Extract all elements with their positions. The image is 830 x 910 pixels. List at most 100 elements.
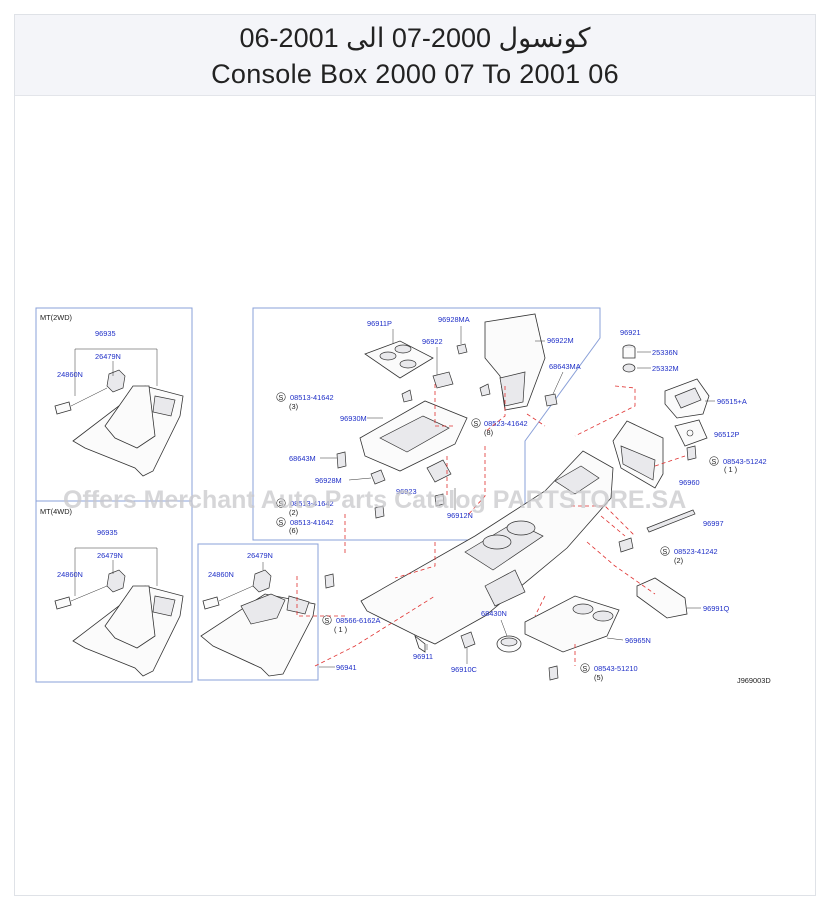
svg-text:S: S [711,457,716,466]
clip-96928M [370,469,386,485]
svg-text:08523-41642: 08523-41642 [484,419,528,428]
parts-diagram-svg: MT(2WD) MT(4WD) 96935 26479N 24860N [35,307,771,685]
screw-s4 [374,505,385,519]
part-label-96910C: 96910C [451,665,478,674]
part-label-96921: 96921 [620,328,641,337]
svg-text:(6): (6) [289,526,298,535]
part-label-68643M: 68643M [289,454,316,463]
part-label-96922M: 96922M [547,336,574,345]
svg-text:S: S [324,616,329,625]
part-label-25336N: 25336N [652,348,678,357]
tray-96965N [524,595,620,653]
svg-text:S: S [278,393,283,402]
screw-s2 [479,383,491,397]
svg-text:08523-41242: 08523-41242 [674,547,718,556]
diagram-code: J969003D [737,676,771,685]
diagram-frame: كونسول 2000-07 الى 2001-06 Console Box 2… [14,14,816,896]
screw-callout-s1: S 08513-41642 (3) [276,392,334,411]
part-label-25332M: 25332M [652,364,679,373]
armrest-lid [484,313,546,411]
screw-68643MA [544,393,558,407]
svg-text:08543-51210: 08543-51210 [594,664,638,673]
plug-25336N [622,344,636,359]
screw-callout-s4: S 08513-41642 (6) [276,517,334,535]
part-label-96930M: 96930M [340,414,367,423]
latch-96923 [426,459,452,483]
svg-text:( 1 ): ( 1 ) [334,625,347,634]
screw-s7 [324,573,335,589]
shift-panel-96941 [200,593,316,677]
variant-label-mt4wd: MT(4WD) [40,507,72,516]
svg-text:08543-51242: 08543-51242 [723,457,767,466]
part-label-96923: 96923 [396,487,417,496]
ring-68430N [496,635,522,653]
clip-96928MA [456,343,468,355]
part-label-96935-2wd: 96935 [95,329,116,338]
hinge-96922 [432,371,454,389]
part-label-96922: 96922 [422,337,443,346]
svg-text:S: S [473,419,478,428]
rod-96997 [646,509,696,533]
screw-s3 [434,493,445,507]
part-label-96991Q: 96991Q [703,604,730,613]
part-label-96515A: 96515+A [717,397,747,406]
clip-96910C [460,631,476,649]
shift-boot-2wd [72,385,184,477]
svg-text:S: S [582,664,587,673]
svg-text:(5): (5) [594,673,603,682]
svg-text:(2): (2) [674,556,683,565]
part-label-96911P: 96911P [367,319,392,328]
part-label-96965N: 96965N [625,636,651,645]
svg-text:S: S [278,518,283,527]
part-label-96935-4wd: 96935 [97,528,118,537]
console-lid-96930M [359,400,468,472]
screw-s8 [548,665,559,681]
shift-boot-4wd [72,585,184,677]
part-label-26479N-4wd: 26479N [97,551,123,560]
cup-holder-insert [364,340,434,379]
shift-knob-2wd [54,369,126,415]
socket-25332M [622,363,636,373]
part-label-96928MA: 96928MA [438,315,470,324]
part-label-96997: 96997 [703,519,724,528]
page-header: كونسول 2000-07 الى 2001-06 Console Box 2… [15,15,815,96]
svg-text:08513-41642: 08513-41642 [290,499,334,508]
cup-holder-96515A [664,378,710,419]
bracket-96512P [674,419,708,447]
watermark-text: Offers Merchant Auto Parts Catalog PARTS… [63,486,686,514]
armrest-group-box [252,307,601,541]
part-label-96960: 96960 [679,478,700,487]
variant-box-mt [35,307,193,683]
screw-callout-s8: S 08543-51210 (5) [580,663,638,682]
assembly-lines [296,384,686,667]
parts-diagram: MT(2WD) MT(4WD) 96935 26479N 24860N [15,96,815,895]
svg-text:S: S [662,547,667,556]
screw-s6 [618,537,634,553]
part-label-96941: 96941 [336,663,357,672]
part-label-96912N: 96912N [447,511,473,520]
screw-callout-s2: S 08523-41642 (8) [471,418,528,437]
screw-68643M [336,451,347,469]
shift-knob-4wd [54,569,126,610]
screw-s5 [686,445,697,461]
svg-text:(2): (2) [289,508,298,517]
svg-text:08513-41642: 08513-41642 [290,393,334,402]
screw-callout-s3: S 08513-41642 (2) [276,498,334,517]
svg-text:( 1 ): ( 1 ) [724,465,737,474]
shift-knob-panel [202,569,272,610]
shift-panel-box [197,543,319,681]
part-label-24860N-2wd: 24860N [57,370,83,379]
part-label-24860N-panel: 24860N [208,570,234,579]
part-label-96928M: 96928M [315,476,342,485]
part-label-26479N-panel: 26479N [247,551,273,560]
rear-panel-96960 [612,420,664,489]
svg-text:(8): (8) [484,428,493,437]
screw-callout-s7: S 08566-6162A ( 1 ) [322,615,380,634]
page-title-english: Console Box 2000 07 To 2001 06 [211,59,619,89]
part-label-96512P: 96512P [714,430,740,439]
screw-s1 [401,389,413,403]
part-label-96911: 96911 [413,652,433,661]
screw-callout-s6: S 08523-41242 (2) [660,546,718,565]
page-title-arabic: كونسول 2000-07 الى 2001-06 [239,23,591,53]
svg-text:08513-41642: 08513-41642 [290,518,334,527]
